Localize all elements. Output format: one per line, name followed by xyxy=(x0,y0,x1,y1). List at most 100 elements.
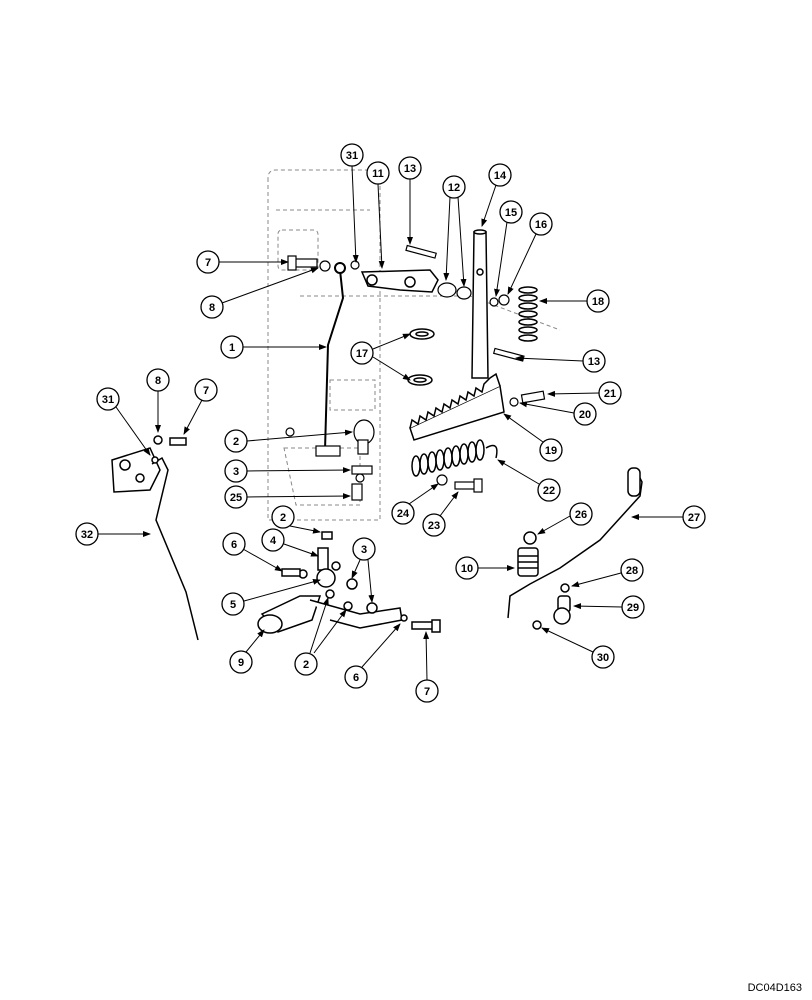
callout-label: 32 xyxy=(81,529,93,541)
callout-circle xyxy=(569,502,593,526)
leader-line-c12 xyxy=(443,196,451,281)
right-rod-joint xyxy=(507,467,643,630)
callout-label: 13 xyxy=(588,356,600,368)
callout-circle xyxy=(529,212,553,236)
callout-22: 22 xyxy=(537,478,561,502)
callout-label: 6 xyxy=(353,672,359,684)
leader-line-c16 xyxy=(507,233,537,295)
leader-line-c5 xyxy=(243,578,321,602)
callout-label: 4 xyxy=(270,535,277,547)
callout-21: 21 xyxy=(598,381,622,405)
callout-2: 2 xyxy=(224,429,248,453)
callout-circle xyxy=(537,478,561,502)
coil-spring-horizontal xyxy=(411,439,498,477)
small-nuts xyxy=(489,294,510,307)
spring-bolt xyxy=(436,474,483,493)
callout-circle xyxy=(294,652,318,676)
callout-label: 24 xyxy=(397,508,410,520)
leader-line-c3b xyxy=(351,559,361,579)
callout-circle xyxy=(350,341,374,365)
callout-label: 12 xyxy=(448,182,460,194)
leader-line-c2c xyxy=(313,609,347,654)
leader-line-c2b xyxy=(289,525,321,534)
callout-13: 13 xyxy=(582,349,606,373)
callout-label: 26 xyxy=(575,509,587,521)
callout-label: 30 xyxy=(597,652,609,664)
coil-spring-vertical xyxy=(518,286,538,342)
callout-17: 17 xyxy=(350,341,374,365)
callout-circle xyxy=(224,459,248,483)
leader-line-c14 xyxy=(481,184,497,227)
leader-line-c20 xyxy=(519,401,575,414)
leader-line-c12 xyxy=(457,196,467,287)
leader-line-c8a xyxy=(221,267,319,304)
callout-7: 7 xyxy=(194,378,218,402)
callout-label: 7 xyxy=(205,257,211,269)
callout-7: 7 xyxy=(196,250,220,274)
control-rod xyxy=(324,262,346,451)
callout-6: 6 xyxy=(344,665,368,689)
callout-1: 1 xyxy=(220,335,244,359)
callout-label: 22 xyxy=(543,485,555,497)
callout-circle xyxy=(573,402,597,426)
vertical-shaft xyxy=(471,229,489,379)
leader-line-c4 xyxy=(283,543,319,557)
ball-joint-center xyxy=(285,419,375,501)
callout-label: 1 xyxy=(229,342,235,354)
pedal-assembly xyxy=(257,531,441,634)
leader-line-c6a xyxy=(242,548,283,572)
leader-line-c24 xyxy=(408,483,439,505)
washers xyxy=(407,328,435,386)
callout-29: 29 xyxy=(621,595,645,619)
callout-3: 3 xyxy=(352,537,376,561)
leader-line-c17 xyxy=(372,333,411,350)
callout-circle xyxy=(539,438,563,462)
callout-label: 25 xyxy=(230,492,242,504)
callout-28: 28 xyxy=(620,558,644,582)
callout-circle xyxy=(398,156,422,180)
callout-10: 10 xyxy=(455,556,479,580)
callout-label: 31 xyxy=(102,394,114,406)
callout-circle xyxy=(682,505,706,529)
callout-circle xyxy=(222,532,246,556)
callout-5: 5 xyxy=(221,592,245,616)
callout-25: 25 xyxy=(224,485,248,509)
callout-circle xyxy=(621,595,645,619)
leader-line-c9 xyxy=(245,629,265,653)
callout-circle xyxy=(620,558,644,582)
callout-32: 32 xyxy=(75,522,99,546)
callout-label: 11 xyxy=(372,168,384,180)
callout-label: 15 xyxy=(505,207,517,219)
callout-circle xyxy=(582,349,606,373)
callout-label: 27 xyxy=(688,512,700,524)
leader-line-c31b xyxy=(115,406,151,456)
leader-line-c22 xyxy=(497,459,540,485)
leader-line-c7b xyxy=(183,399,203,435)
callout-label: 21 xyxy=(604,388,616,400)
leader-line-c17 xyxy=(372,356,411,381)
leader-line-c25 xyxy=(246,493,351,500)
callout-7: 7 xyxy=(415,679,439,703)
callout-8: 8 xyxy=(146,368,170,392)
callout-circle xyxy=(391,501,415,525)
callout-24: 24 xyxy=(391,501,415,525)
callout-label: 28 xyxy=(626,565,638,577)
leader-line-c7c xyxy=(423,631,430,681)
callout-circle xyxy=(196,250,220,274)
callout-circle xyxy=(598,381,622,405)
callout-label: 5 xyxy=(230,599,236,611)
callout-13: 13 xyxy=(398,156,422,180)
callout-circle xyxy=(96,387,120,411)
callout-16: 16 xyxy=(529,212,553,236)
drawing-code: DC04D163 xyxy=(747,982,802,994)
leader-line-c26 xyxy=(537,515,571,535)
callout-circle xyxy=(591,645,615,669)
callout-circle xyxy=(221,592,245,616)
callout-label: 2 xyxy=(233,436,239,448)
leader-line-c6b xyxy=(361,623,401,668)
callout-label: 8 xyxy=(209,302,215,314)
leader-line-c11 xyxy=(377,183,385,269)
callout-31: 31 xyxy=(96,387,120,411)
leader-line-c28 xyxy=(571,572,622,588)
